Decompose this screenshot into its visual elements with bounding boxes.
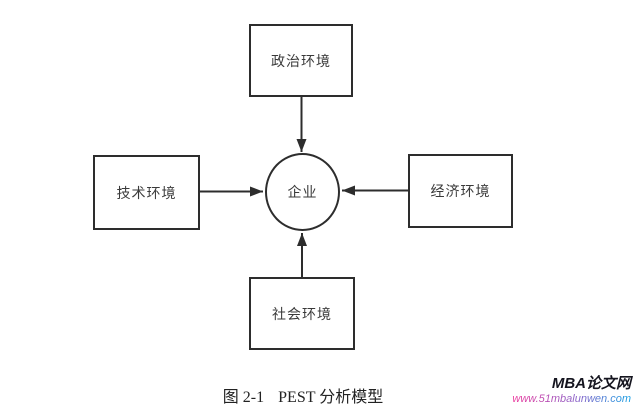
node-enterprise-circle: 企业: [265, 153, 340, 231]
watermark: MBA论文网 www.51mbalunwen.com: [512, 375, 631, 405]
figure-caption: 图 2-1 PEST 分析模型: [0, 383, 606, 407]
watermark-site-name: MBA论文网: [551, 375, 631, 392]
node-enterprise-label: 企业: [287, 184, 318, 200]
node-technological-label: 技术环境: [116, 184, 177, 201]
node-political-label: 政治环境: [271, 52, 331, 69]
watermark-site-url: www.51mbalunwen.com: [512, 392, 631, 405]
node-political-environment: 政治环境: [249, 24, 353, 97]
node-economic-environment: 经济环境: [408, 154, 513, 228]
figure-title: PEST 分析模型: [278, 389, 384, 406]
node-economic-label: 经济环境: [430, 183, 491, 199]
node-social-label: 社会环境: [272, 305, 332, 322]
node-social-environment: 社会环境: [249, 277, 355, 350]
node-technological-environment: 技术环境: [93, 155, 200, 230]
figure-number: 图 2-1: [222, 389, 265, 406]
